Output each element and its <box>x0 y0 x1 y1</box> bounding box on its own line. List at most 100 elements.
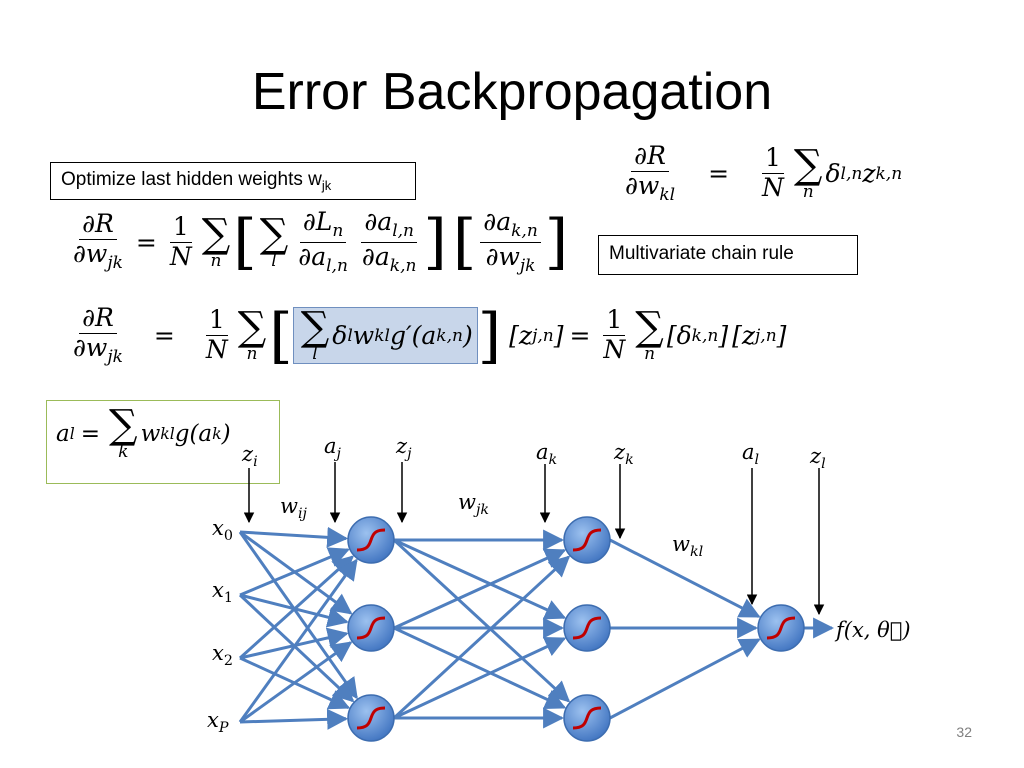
input-x1: x1 <box>212 578 233 607</box>
edge-hidden1-hidden2 <box>393 626 567 709</box>
eq-tr-den-sub: kl <box>659 184 676 205</box>
eq2-sum1-limit: n <box>246 344 258 365</box>
input-x0: x0 <box>212 516 233 545</box>
label-w-kl: wkl <box>672 532 704 561</box>
eq2-z: [z <box>509 321 533 351</box>
label-a-k: ak <box>536 440 558 469</box>
label-z-k: zk <box>614 440 634 469</box>
output-neuron <box>757 604 805 652</box>
eq2-den-sub: jk <box>107 346 123 367</box>
optimize-note-text: Optimize last hidden weights w <box>61 169 322 190</box>
eq1-sum1-limit: n <box>210 250 222 271</box>
eq1-coef-num: 1 <box>169 212 192 243</box>
eq1-f3-den: ∂w <box>485 241 520 271</box>
edge-input-hidden1 <box>238 593 355 703</box>
eq2-w-sub: kl <box>374 325 390 346</box>
sigmoid-icon <box>356 706 386 730</box>
eq2-d-close: ] <box>718 321 729 351</box>
edge-input-hidden1 <box>238 555 354 660</box>
hidden1-neuron <box>347 516 395 564</box>
eq1-sum2-limit: l <box>271 250 277 271</box>
act-equals: = <box>80 420 100 447</box>
eq-tr-sum-limit: n <box>802 182 814 203</box>
sigmoid-icon <box>572 706 602 730</box>
act-w-sub: kl <box>160 424 175 443</box>
input-x2: x2 <box>212 641 233 670</box>
label-a-l: al <box>742 440 760 469</box>
eq2-sum3-limit: n <box>644 344 656 365</box>
eq2-z2-sub: j,n <box>755 325 777 346</box>
act-a-sub: l <box>69 424 75 443</box>
network-edges <box>238 526 835 730</box>
edge-input-hidden1 <box>239 708 349 730</box>
sigmoid-icon <box>572 528 602 552</box>
sigmoid-icon <box>356 528 386 552</box>
eq2-coef-num: 1 <box>205 306 228 337</box>
eq1-f2-num-sub: l,n <box>392 221 414 241</box>
label-z-i: zi <box>242 442 258 471</box>
eq2-delta-sub: l <box>347 325 353 346</box>
eq2-coef2-den: N <box>603 335 626 365</box>
eq-tr-z: z <box>862 159 876 189</box>
eq2-z2: [z <box>732 321 756 351</box>
eq2-close: ) <box>462 321 473 351</box>
eq-tr-num: ∂R <box>634 141 666 170</box>
eq1-f3-num-sub: k,n <box>511 221 538 241</box>
label-w-jk: wjk <box>458 490 490 519</box>
act-close: ) <box>221 420 231 447</box>
eq1-den-sub: jk <box>107 253 123 274</box>
eq2-w: w <box>352 321 375 351</box>
eq-tr-z-sub: k,n <box>875 163 903 184</box>
network-nodes <box>347 516 805 742</box>
eq2-den: ∂w <box>73 332 108 362</box>
eq2-coef2-num: 1 <box>603 306 626 337</box>
eq1-f2-den-sub: k,n <box>389 255 417 276</box>
eq1-f3-num: ∂a <box>483 207 512 236</box>
edge-hidden1-hidden2 <box>392 555 571 720</box>
hidden2-neuron <box>563 604 611 652</box>
label-w-ij: wij <box>280 494 307 523</box>
eq2-sum2-limit: l <box>312 344 318 365</box>
eq2-z-close: ] <box>553 321 564 351</box>
eq-tr-coef-num: 1 <box>762 144 784 175</box>
eq1-f1-num-sub: n <box>332 221 344 241</box>
eq-tr-equals: = <box>708 159 730 189</box>
eq2-z-sub: j,n <box>532 325 554 346</box>
edge-input-hidden1 <box>239 641 353 724</box>
eq1-num: ∂R <box>79 210 117 241</box>
sigmoid-icon <box>766 616 796 640</box>
activation-box <box>46 400 280 484</box>
edge-hidden1-hidden2 <box>393 637 567 720</box>
optimize-note-sub: jk <box>321 177 332 193</box>
edge-hidden2-output <box>609 538 761 618</box>
chain-rule-box: Multivariate chain rule <box>598 235 858 275</box>
eq1-f2-num: ∂a <box>364 207 393 236</box>
hidden1-neuron <box>347 604 395 652</box>
edge-input-hidden1 <box>238 558 358 723</box>
act-sum-limit: k <box>118 442 129 462</box>
act-g-sub: k <box>212 424 222 443</box>
edge-hidden1-hidden2 <box>393 548 567 630</box>
eq1-f1-den: ∂a <box>298 241 327 271</box>
label-a-j: aj <box>324 434 341 463</box>
eq2-d-sub: k,n <box>691 325 719 346</box>
sigmoid-icon <box>356 616 386 640</box>
hidden2-neuron <box>563 516 611 564</box>
eq-tr-coef-den: N <box>762 173 784 203</box>
edge-input-hidden1 <box>239 547 350 597</box>
eq2-g-sub: k,n <box>436 325 463 346</box>
act-w: w <box>140 420 161 447</box>
eq2-num: ∂R <box>79 303 117 334</box>
eq2-delta: δ <box>332 321 348 351</box>
eq1-f2-den: ∂a <box>361 241 390 271</box>
eq2-coef-den: N <box>205 335 228 365</box>
page-number: 32 <box>956 724 972 740</box>
eq-tr-delta: δ <box>825 159 841 189</box>
eq2-g: g′(a <box>389 321 437 351</box>
eq1-f3-den-sub: jk <box>519 255 536 276</box>
label-z-j: zj <box>396 434 412 463</box>
